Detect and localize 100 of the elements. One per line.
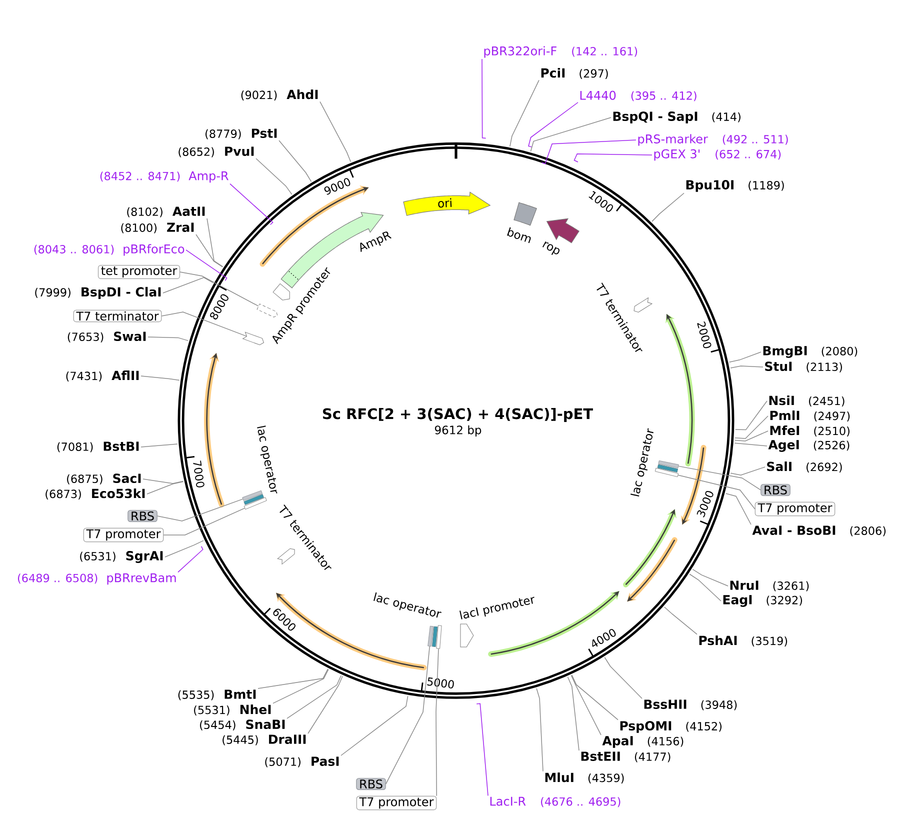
feature-tag: T7 promoter [356, 796, 437, 810]
primer-label: LacI-R (4676 .. 4695) [490, 796, 620, 808]
leader-line [157, 498, 244, 522]
leader-line [140, 376, 180, 381]
leader-line [142, 478, 184, 484]
leader-line [726, 493, 752, 525]
leader-line [436, 648, 439, 796]
feature-mark [428, 626, 434, 647]
feature-tag: T7 promoter [83, 528, 164, 542]
cut-site-label: (6875) SacI [67, 474, 141, 484]
tick-label: 2000 [697, 321, 712, 348]
leader-line [258, 668, 328, 689]
primer-label: pBR322ori-F (142 .. 161) [484, 46, 638, 58]
node-label: lac operator [257, 426, 278, 494]
cut-site-label: NruI (3261) [730, 580, 809, 592]
leader-line [652, 192, 684, 222]
primer-label: L4440 (395 .. 412) [580, 90, 696, 102]
cut-site-label: (8102) AatII [127, 206, 205, 218]
cut-site-label: (7081) BstBI [57, 442, 139, 452]
leader-line [140, 444, 178, 448]
leader-line [162, 277, 214, 294]
leader-line [286, 675, 342, 719]
primer-label: (8452 .. 8471) Amp-R [100, 171, 228, 183]
leader-line [320, 101, 352, 162]
tick-label: 7000 [193, 460, 204, 488]
primer-label: (6489 .. 6508) pBRrevBam [18, 573, 176, 585]
feature-mark [244, 497, 267, 510]
cut-site-label: PmlI (2497) [770, 410, 850, 422]
leader-line [734, 442, 768, 446]
primer-line [574, 154, 652, 162]
leader-line [164, 540, 204, 558]
cut-site-label: SalI (2692) [767, 462, 842, 472]
leader-line [678, 466, 761, 490]
primer-line [178, 546, 204, 573]
feature-tag: RBS [128, 510, 158, 522]
cut-site-label: (8100) ZraI [121, 222, 194, 234]
feature-tag: T7 promoter [754, 502, 836, 516]
length-label: 9612 bp [434, 425, 482, 437]
feature-mark: lac operator [374, 592, 442, 647]
map-title: Sc RFC[2 + 3(SAC) + 4(SAC)]-pET [322, 408, 593, 422]
cut-site-label: PspOMI (4152) [620, 721, 722, 733]
primer-line [230, 183, 274, 226]
primer-line [186, 250, 228, 282]
feature-mark: lac operator [630, 428, 678, 497]
cut-site-label: (7999) BspDI - ClaI [35, 286, 161, 300]
leader-line [730, 466, 766, 476]
cut-site-label: BssHII (3948) [644, 700, 737, 710]
cut-site-label: Bpu10I (1189) [686, 180, 784, 192]
cut-site-label: StuI (2113) [765, 362, 842, 372]
node-label: bom [507, 227, 531, 244]
primer-line [476, 703, 488, 796]
cut-site-label: (5445) DraIII [222, 734, 306, 746]
cut-site-label: (5531) NheI [194, 704, 271, 716]
cut-site-label: (5454) SnaBI [200, 720, 285, 730]
feature-tag: RBS [760, 484, 790, 496]
leader-line [530, 117, 612, 152]
leader-line [308, 676, 343, 734]
leader-line [206, 218, 224, 267]
feature-mark [242, 332, 264, 346]
node-label: lac operator [630, 428, 654, 497]
cut-site-label: (8652) PvuI [178, 146, 254, 158]
feature-mark [436, 625, 442, 649]
leader-line [689, 574, 722, 602]
leader-line [604, 657, 642, 699]
cut-site-label: PciI (297) [541, 68, 608, 79]
feature-tag: RBS [356, 778, 386, 790]
feature-tag: T7 terminator [73, 310, 162, 322]
leader-line [735, 400, 768, 430]
cut-site-label: MluI (4359) [545, 772, 624, 784]
cut-site-label: (7653) SwaI [68, 332, 146, 342]
cut-site-label: (9021) AhdI [241, 90, 318, 100]
leader-line [180, 272, 259, 306]
cut-site-label: PshAI (3519) [699, 636, 788, 646]
leader-line [734, 416, 768, 439]
feature-block: bom [507, 202, 537, 244]
leader-line [163, 508, 246, 536]
cut-site-label: (5071) PasI [265, 756, 339, 768]
leader-line [734, 430, 768, 442]
leader-line [146, 481, 184, 494]
leader-line [536, 688, 544, 772]
leader-line [278, 140, 312, 182]
node-label: lac operator [374, 592, 442, 618]
leader-line [678, 474, 756, 510]
feature-mark [658, 460, 679, 468]
node-label: rop [542, 241, 560, 255]
cut-site-label: AvaI - BsoBI (2806) [752, 526, 886, 536]
cut-site-label: (6873) Eco53kI [46, 488, 145, 500]
primer-line [482, 58, 486, 139]
leader-line [196, 234, 223, 268]
leader-line [567, 676, 580, 751]
cut-site-label: ApaI (4156) [602, 736, 684, 748]
tick-label: 4000 [592, 629, 616, 647]
cut-site-label: (5535) BmtI [178, 690, 256, 700]
leader-line [272, 669, 329, 704]
cut-site-label: NsiI (2451) [769, 396, 844, 406]
cut-site-label: (7431) AflII [66, 370, 139, 382]
primer-label: pGEX 3' (652 .. 674) [654, 149, 781, 161]
cut-site-label: (8779) PstI [206, 128, 277, 140]
cut-site-label: BmgBI (2080) [763, 346, 858, 358]
primer-line [542, 140, 636, 164]
